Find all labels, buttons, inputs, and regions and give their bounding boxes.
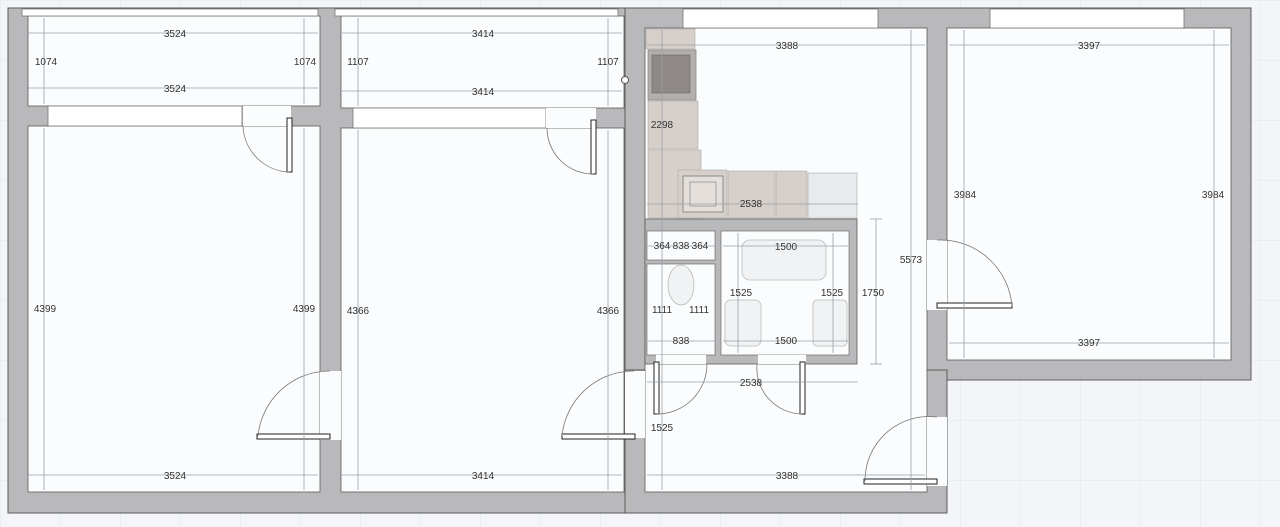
stove-top	[651, 54, 691, 94]
dim-room-middle-height-r: 4366	[597, 306, 620, 317]
dim-toilet-top-a: 364	[654, 241, 671, 252]
window-balcony-left	[21, 8, 319, 17]
washbasin-icon	[724, 299, 762, 347]
floor-room-right	[946, 27, 1232, 361]
dim-balcony-middle-depth-r: 1107	[597, 57, 619, 68]
toilet-icon	[667, 264, 695, 306]
dim-balcony-middle-top: 3414	[472, 29, 495, 40]
sink-icon	[682, 175, 724, 213]
door-room-right	[936, 239, 1013, 309]
dim-toilet-top-b: 838	[673, 241, 690, 252]
dim-hall-bottom: 3388	[776, 471, 799, 482]
counter-small	[775, 170, 808, 219]
dim-room-right-height-r: 3984	[1202, 190, 1225, 201]
dim-toilet-height-l: 1111	[652, 305, 672, 316]
dim-bathroom-top: 1500	[775, 242, 798, 253]
dim-room-right-bottom: 3397	[1078, 338, 1101, 349]
window-room-left	[47, 105, 243, 127]
dim-room-left-height-r: 4399	[293, 304, 316, 315]
window-room-middle	[352, 107, 547, 129]
dimension-labels: 3524 3524 1074 1074 3414 3414 1107 1107 …	[34, 29, 1225, 482]
floor-toilet-top	[646, 230, 716, 261]
dim-bathroom-bottom: 1500	[775, 336, 798, 347]
dim-room-middle-bottom: 3414	[472, 471, 495, 482]
dim-balcony-left-top: 3524	[164, 29, 187, 40]
door-room-middle	[561, 370, 636, 440]
counter-upper	[647, 100, 699, 150]
dim-toilet-bottom: 838	[673, 336, 690, 347]
dim-toilet-top-c: 364	[692, 241, 709, 252]
sink-bowl	[689, 181, 717, 207]
dim-room-middle-height-l: 4366	[347, 306, 370, 317]
counter-mid	[727, 170, 776, 219]
dim-room-right-top: 3397	[1078, 41, 1101, 52]
bathroom-fixtures	[667, 239, 848, 347]
fridge-unit	[645, 28, 696, 50]
floor-room-left	[27, 125, 321, 493]
door-bathroom	[756, 361, 806, 415]
door-toilet	[653, 361, 708, 415]
windows	[21, 8, 1185, 129]
washing-machine-icon	[812, 299, 848, 347]
window-kitchen	[682, 8, 879, 29]
door-balcony-left	[242, 117, 293, 173]
doors	[242, 117, 1013, 485]
dim-balcony-left-depth-r: 1074	[294, 57, 317, 68]
dim-hall-doorway: 1525	[651, 423, 674, 434]
door-room-left	[256, 370, 331, 440]
dim-toilet-height-r: 1111	[689, 305, 709, 316]
floor-balcony-left	[27, 15, 321, 107]
floor-room-middle	[340, 127, 625, 493]
dim-balcony-left-bottom: 3524	[164, 84, 187, 95]
dimension-lines	[28, 18, 1229, 490]
bathtub-icon	[741, 239, 827, 281]
dim-bathroom-outer: 1750	[862, 288, 885, 299]
door-openings	[243, 106, 947, 486]
window-balcony-middle	[334, 8, 619, 17]
dim-bathroom-height-l: 1525	[730, 288, 753, 299]
dim-room-left-height-l: 4399	[34, 304, 57, 315]
dim-room-left-bottom: 3524	[164, 471, 187, 482]
counter-end	[807, 172, 858, 219]
kitchen-furniture	[645, 28, 858, 219]
dim-balcony-middle-bottom: 3414	[472, 87, 495, 98]
resize-handle[interactable]	[621, 76, 629, 84]
dim-bathroom-height-r: 1525	[821, 288, 844, 299]
door-entrance	[863, 416, 938, 485]
dim-kitchen-lower: 2538	[740, 199, 763, 210]
dim-kitchen-top: 3388	[776, 41, 799, 52]
dim-room-right-height-l: 3984	[954, 190, 977, 201]
window-room-right	[989, 8, 1185, 29]
dim-balcony-middle-depth-l: 1107	[347, 57, 369, 68]
dim-hall-height: 5573	[900, 255, 923, 266]
dim-kitchen-height: 2298	[651, 120, 674, 131]
dim-balcony-left-depth-l: 1074	[35, 57, 58, 68]
door-balcony-middle	[546, 119, 597, 175]
dim-hall-upper: 2538	[740, 378, 763, 389]
